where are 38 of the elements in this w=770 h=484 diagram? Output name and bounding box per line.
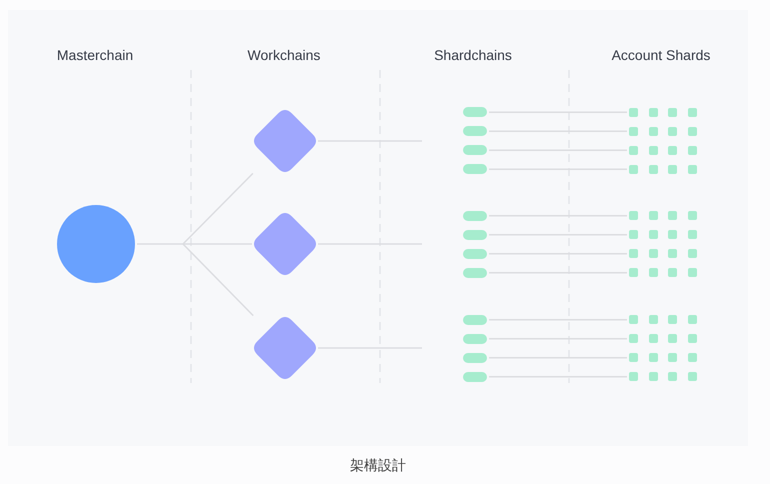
square-node [668,249,678,258]
column-heading: Workchains [248,46,320,64]
square-node [629,211,638,220]
square-node [688,230,697,240]
square-node [688,249,697,258]
column-heading: Shardchains [434,46,512,64]
square-node [629,230,638,240]
column-heading: Masterchain [56,46,134,64]
square-node [668,334,678,344]
diamond-node [254,213,316,275]
square-node [629,268,638,278]
square-node [668,230,678,240]
pill-node [463,164,487,174]
square-node [629,249,638,258]
pill-node [463,126,487,136]
square-node [688,315,697,324]
square-node [668,268,678,278]
square-node [688,211,697,220]
square-node [629,353,638,362]
square-node [668,315,678,324]
caption: 架構設計 [350,457,406,475]
pill-node [463,107,487,118]
connector-line [182,243,254,316]
square-node [688,334,697,344]
square-node [629,372,638,382]
diamond-node [254,317,316,379]
connector-line [182,172,254,245]
square-node [688,268,697,278]
square-node [629,334,638,344]
square-node [629,315,638,324]
square-node [668,211,678,220]
square-node [688,372,697,382]
square-node [688,353,697,362]
square-node [668,353,678,362]
diamond-node [254,110,316,172]
column-heading: Account Shards [612,46,710,64]
pill-node [463,145,487,156]
square-node [668,372,678,382]
